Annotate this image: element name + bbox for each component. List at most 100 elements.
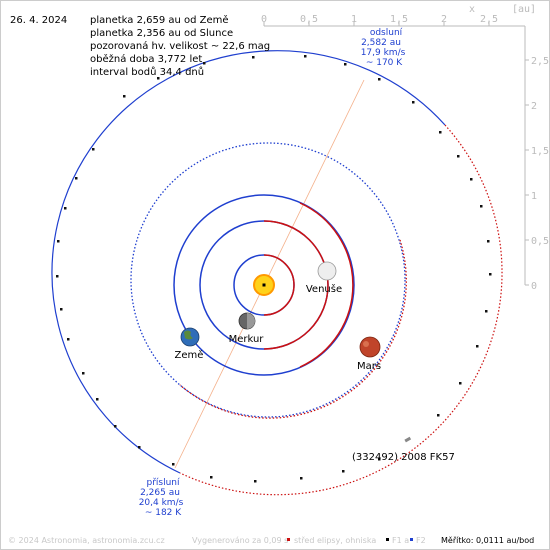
mars-orbit xyxy=(130,142,406,418)
orbit-point xyxy=(82,372,85,375)
orbit-point xyxy=(67,338,70,341)
info-panel: 26. 4. 2024 planetka 2,659 au od Země pl… xyxy=(10,14,270,78)
aphelion-speed: 17,9 km/s xyxy=(361,48,406,58)
mercury-shade xyxy=(247,313,255,329)
perihelion-speed: 20,4 km/s xyxy=(139,498,184,508)
asteroid-icon[interactable] xyxy=(404,436,412,443)
orbit-point xyxy=(300,477,303,480)
asteroid-orbit-points xyxy=(56,55,492,483)
mercury-orbit-south xyxy=(263,254,295,316)
generation-time: Vygenerováno za 0,09 s xyxy=(192,536,288,545)
orbit-point xyxy=(487,240,490,243)
earth-land xyxy=(184,330,193,340)
orbit-point xyxy=(344,63,347,66)
orbit-point xyxy=(57,240,60,243)
orbit-point xyxy=(210,476,213,479)
aphelion-info: odsluní 2,582 au 17,9 km/s ~ 170 K xyxy=(361,28,406,68)
focus2-marker-icon xyxy=(410,538,413,541)
y-tick-label-5: 0 xyxy=(531,281,537,292)
mars-highlight xyxy=(363,341,369,347)
orbit-point xyxy=(378,78,381,81)
orbit-point xyxy=(489,273,492,276)
earth[interactable]: Země xyxy=(175,327,204,361)
venus[interactable]: Venuše xyxy=(306,261,342,295)
venus-orbit-south xyxy=(263,220,329,350)
venus-label: Venuše xyxy=(306,283,342,295)
y-tick-label-0: 2,5 xyxy=(531,56,549,67)
orbit-point xyxy=(252,56,255,59)
orbit-point xyxy=(412,101,415,104)
orbit-point xyxy=(457,155,460,158)
orbit-point xyxy=(138,446,141,449)
info-line-3: pozorovaná hv. velikost ~ 22,6 mag xyxy=(90,40,270,52)
asteroid-orbit-south xyxy=(179,124,503,496)
date-label: 26. 4. 2024 xyxy=(10,15,67,26)
footer: © 2024 Astronomia, astronomia.zcu.cz Vyg… xyxy=(8,536,534,545)
orbit-point xyxy=(480,205,483,208)
info-line-5: interval bodů 34,4 dnů xyxy=(90,66,204,78)
perihelion-temperature: ~ 182 K xyxy=(145,508,182,518)
unit-label: [au] xyxy=(512,4,536,15)
x-tick-label-3: 1,5 xyxy=(390,14,408,25)
perihelion-distance: 2,265 au xyxy=(140,488,180,498)
mars-orbit-south xyxy=(179,239,407,419)
earth-orbit xyxy=(173,194,355,376)
orbit-point xyxy=(123,95,126,98)
axis-labels: 0 0,5 1 1,5 2 2,5 x [au] 2,5 2 1,5 1 0,5… xyxy=(261,4,549,292)
x-axis-label: x xyxy=(469,4,475,15)
asteroid-orbit-north xyxy=(51,50,446,474)
orbit-point xyxy=(203,62,206,65)
orbit-point xyxy=(92,148,95,151)
x-tick-label-1: 0,5 xyxy=(300,14,318,25)
orbit-point xyxy=(485,310,488,313)
orbit-point xyxy=(56,275,59,278)
aphelion-temperature: ~ 170 K xyxy=(366,58,403,68)
info-line-4: oběžná doba 3,772 let xyxy=(90,53,202,65)
orbit-point xyxy=(254,480,257,483)
x-tick-label-4: 2 xyxy=(441,14,447,25)
mars-icon[interactable] xyxy=(359,336,381,358)
y-tick-label-2: 1,5 xyxy=(531,146,549,157)
aphelion-title: odsluní xyxy=(370,28,403,38)
asteroid-label: (332492) 2008 FK57 xyxy=(352,452,455,463)
earth-label: Země xyxy=(175,349,204,361)
sun xyxy=(253,274,275,296)
orbit-point xyxy=(437,414,440,417)
mars-label: Mars xyxy=(357,361,381,372)
mars[interactable]: Mars xyxy=(357,336,381,372)
orbit-point xyxy=(439,131,442,134)
perihelion-title: přísluní xyxy=(146,478,180,488)
mercury[interactable]: Merkur xyxy=(229,312,265,345)
y-tick-label-4: 0,5 xyxy=(531,236,549,247)
legend-f1: F1 a xyxy=(392,536,409,545)
orbit-point xyxy=(459,382,462,385)
legend-center: střed elipsy, ohniska xyxy=(294,536,376,545)
venus-icon[interactable] xyxy=(317,261,337,281)
info-line-2: planetka 2,356 au od Slunce xyxy=(90,28,233,39)
x-tick-label-0: 0 xyxy=(261,14,267,25)
orbit-point xyxy=(96,398,99,401)
orbit-point xyxy=(476,345,479,348)
y-tick-label-3: 1 xyxy=(531,191,537,202)
focus-marker xyxy=(262,283,266,287)
earth-orbit-south xyxy=(299,202,354,368)
orbit-point xyxy=(342,470,345,473)
orbit-point xyxy=(60,308,63,311)
orbit-point xyxy=(75,177,78,180)
asteroid[interactable]: (332492) 2008 FK57 xyxy=(352,436,455,463)
x-tick-label-2: 1 xyxy=(351,14,357,25)
mercury-label: Merkur xyxy=(229,334,265,345)
apsis-line xyxy=(174,79,365,469)
orbits xyxy=(51,50,503,496)
orbit-point xyxy=(114,425,117,428)
orbit-point xyxy=(157,77,160,80)
copyright-text[interactable]: © 2024 Astronomia, astronomia.zcu.cz xyxy=(8,536,165,545)
x-tick-label-5: 2,5 xyxy=(480,14,498,25)
scale-label: Měřítko: 0,0111 au/bod xyxy=(441,536,534,545)
axes xyxy=(263,22,529,286)
info-line-1: planetka 2,659 au od Země xyxy=(90,14,229,26)
center-marker-icon xyxy=(287,538,290,541)
